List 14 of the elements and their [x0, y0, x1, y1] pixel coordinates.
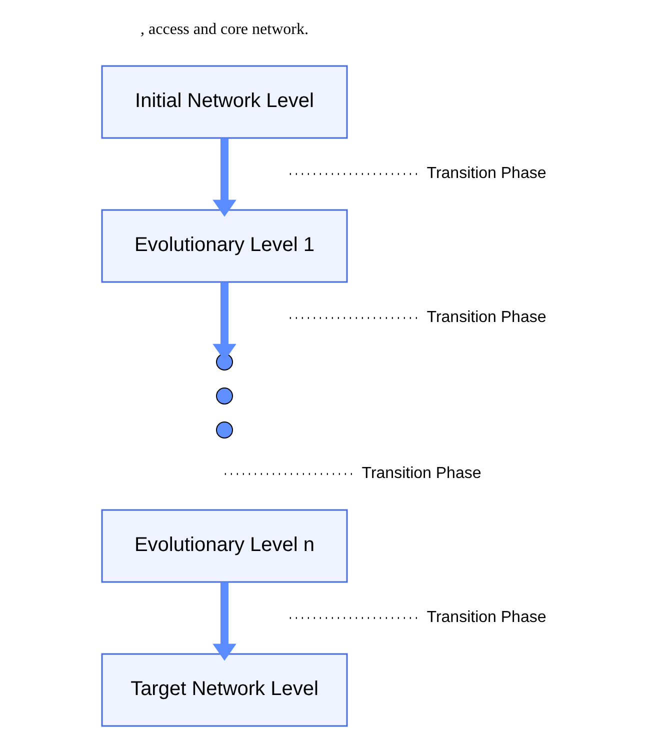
node-box: Initial Network Level	[100, 65, 348, 139]
arrow	[212, 138, 236, 217]
node-box: Target Network Level	[100, 653, 348, 727]
label: Transition Phase	[426, 608, 546, 626]
label: Transition Phase	[426, 164, 546, 182]
arrow	[212, 582, 236, 661]
label: Transition Phase	[361, 464, 481, 482]
node-box: Evolutionary Level n	[100, 509, 348, 583]
node-box: Evolutionary Level 1	[100, 209, 348, 283]
label: Transition Phase	[426, 308, 546, 326]
node-circle	[216, 354, 232, 370]
node-circle	[216, 388, 232, 404]
label: , access and core network.	[140, 20, 308, 38]
node-circle	[216, 422, 232, 438]
